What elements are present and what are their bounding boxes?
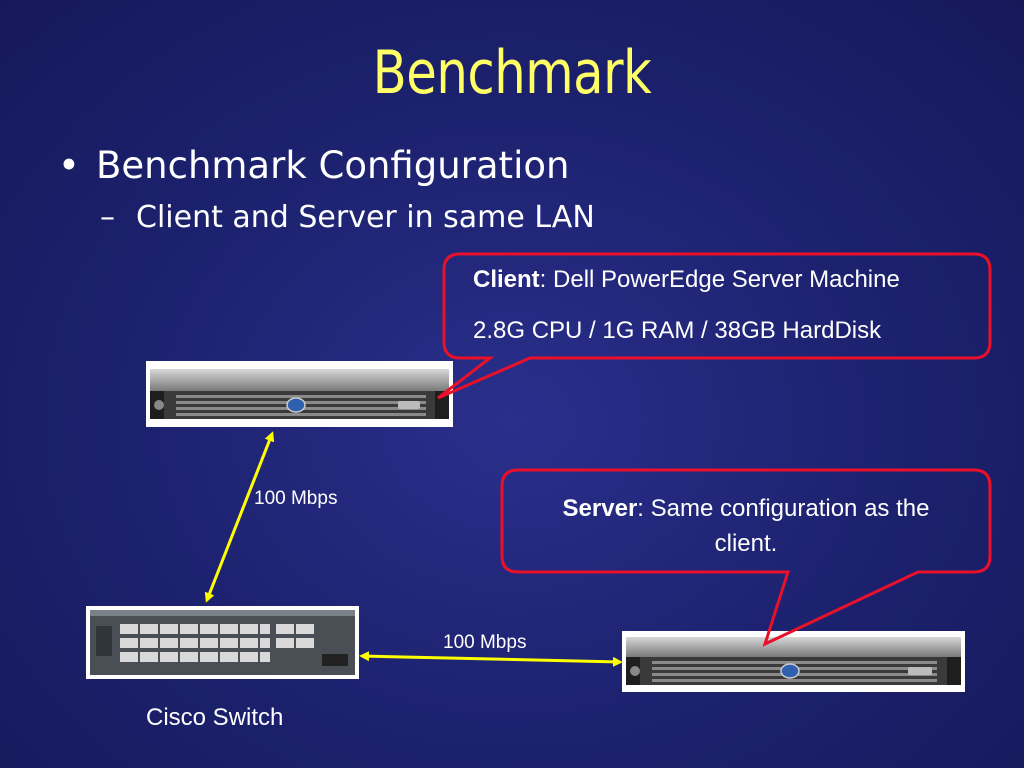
sub-bullet-same-lan: –Client and Server in same LAN — [100, 200, 595, 235]
client-switch-link-arrow — [204, 431, 275, 603]
dell-server-icon — [626, 637, 961, 685]
client-specs: 2.8G CPU / 1G RAM / 38GB HardDisk — [473, 317, 882, 344]
server-callout-line2: client. — [714, 530, 778, 557]
switch-server-link-arrow — [359, 651, 623, 667]
client-label: Client — [473, 266, 540, 293]
client-server-image — [146, 361, 453, 427]
sub-bullet-dash: – — [100, 200, 115, 235]
client-callout-title: Client: Dell PowerEdge Server Machine — [473, 266, 900, 294]
client-description: : Dell PowerEdge Server Machine — [539, 266, 900, 293]
slide-title: Benchmark — [372, 38, 652, 108]
cisco-switch-image — [86, 606, 359, 679]
dell-server-icon — [150, 369, 449, 419]
cisco-switch-label: Cisco Switch — [146, 704, 284, 731]
sub-bullet-text: Client and Server in same LAN — [136, 200, 595, 235]
bullet-benchmark-configuration: • Benchmark Configuration — [58, 144, 569, 187]
server-description: : Same configuration as the — [637, 495, 930, 522]
bullet-dot: • — [58, 144, 80, 187]
server-callout-title: Server: Same configuration as the — [502, 495, 990, 523]
switch-icon — [90, 610, 355, 675]
server-machine-image — [622, 631, 965, 692]
switch-server-speed-label: 100 Mbps — [443, 632, 527, 653]
server-callout-box — [500, 468, 992, 647]
bullet-text: Benchmark Configuration — [96, 144, 570, 187]
server-label: Server — [562, 495, 638, 522]
client-switch-speed-label: 100 Mbps — [254, 488, 338, 509]
client-callout-box — [437, 252, 992, 400]
